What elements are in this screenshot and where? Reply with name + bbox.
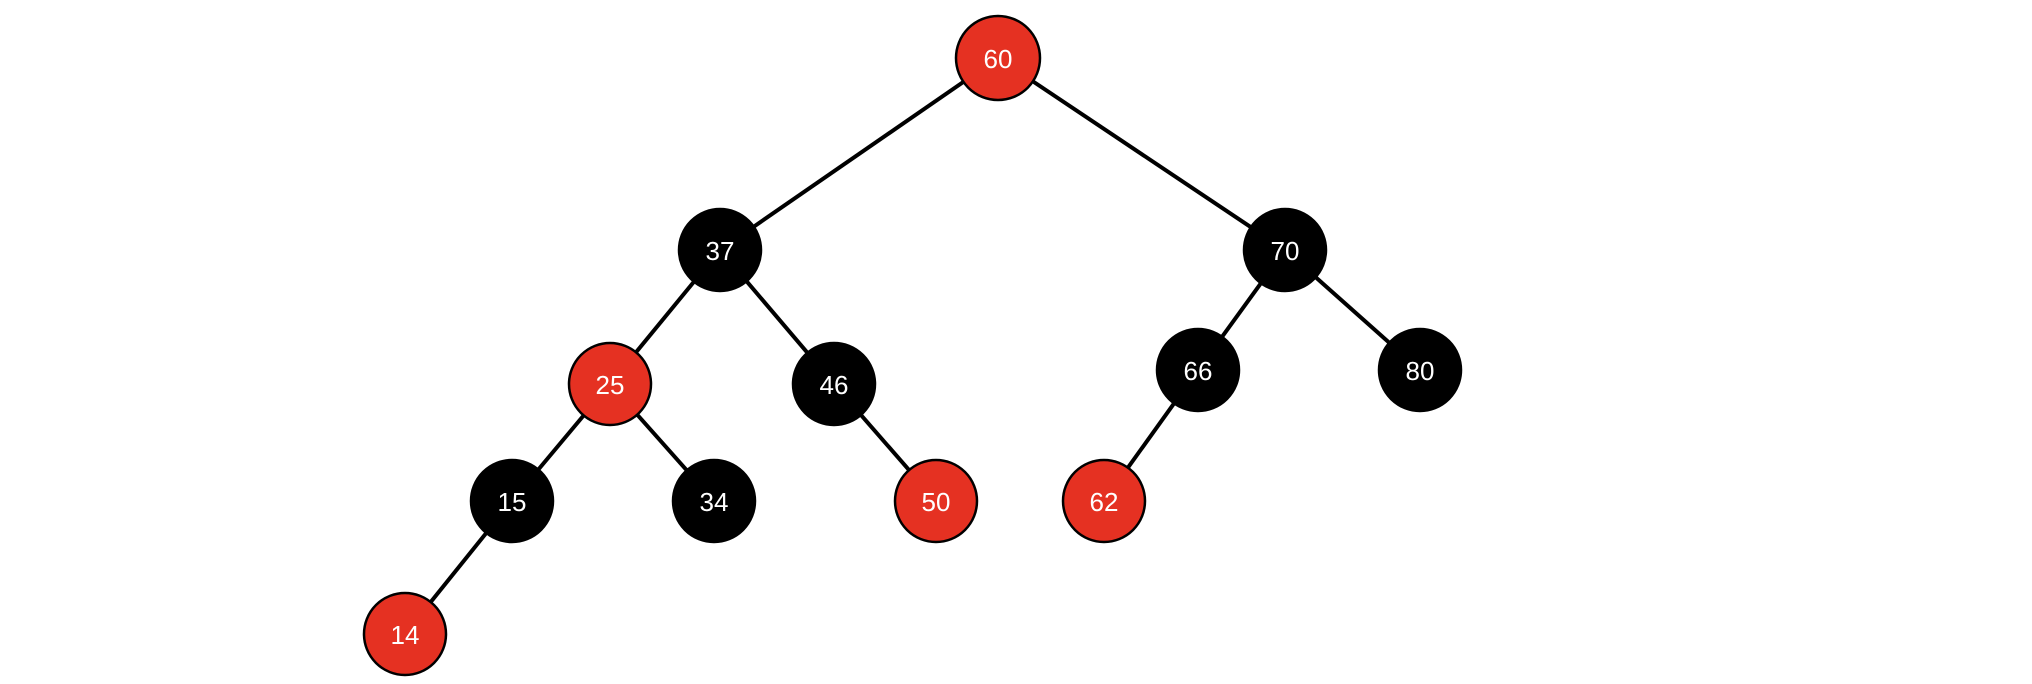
- tree-edge-60-70: [1030, 78, 1254, 230]
- tree-edge-25-34: [634, 411, 690, 474]
- tree-node-50[interactable]: 50: [893, 458, 979, 544]
- tree-node-60[interactable]: 60: [954, 14, 1042, 102]
- node-circle-red[interactable]: [954, 14, 1042, 102]
- tree-edge-70-66: [1219, 280, 1264, 340]
- node-circle-black[interactable]: [469, 458, 555, 544]
- tree-node-80[interactable]: 80: [1377, 327, 1463, 413]
- node-circle-black[interactable]: [1242, 207, 1328, 293]
- tree-edge-37-25: [633, 278, 697, 356]
- node-circle-red[interactable]: [1061, 458, 1147, 544]
- tree-edge-37-46: [743, 278, 811, 356]
- tree-node-62[interactable]: 62: [1061, 458, 1147, 544]
- tree-node-66[interactable]: 66: [1155, 327, 1241, 413]
- tree-node-14[interactable]: 14: [362, 591, 448, 677]
- tree-node-25[interactable]: 25: [567, 341, 653, 427]
- tree-edge-15-14: [427, 530, 490, 605]
- tree-node-34[interactable]: 34: [671, 458, 757, 544]
- tree-node-37[interactable]: 37: [677, 207, 763, 293]
- tree-edge-70-80: [1312, 274, 1393, 346]
- node-circle-black[interactable]: [1155, 327, 1241, 413]
- tree-node-15[interactable]: 15: [469, 458, 555, 544]
- node-circle-red[interactable]: [567, 341, 653, 427]
- tree-edge-25-15: [535, 412, 587, 473]
- node-circle-red[interactable]: [893, 458, 979, 544]
- tree-edge-46-50: [858, 412, 912, 473]
- tree-node-46[interactable]: 46: [791, 341, 877, 427]
- node-circle-black[interactable]: [791, 341, 877, 427]
- tree-node-70[interactable]: 70: [1242, 207, 1328, 293]
- edge-layer: [427, 78, 1393, 605]
- node-circle-black[interactable]: [677, 207, 763, 293]
- node-circle-red[interactable]: [362, 591, 448, 677]
- tree-edge-66-62: [1125, 400, 1177, 471]
- node-circle-black[interactable]: [1377, 327, 1463, 413]
- node-circle-black[interactable]: [671, 458, 757, 544]
- tree-edge-60-37: [750, 79, 967, 230]
